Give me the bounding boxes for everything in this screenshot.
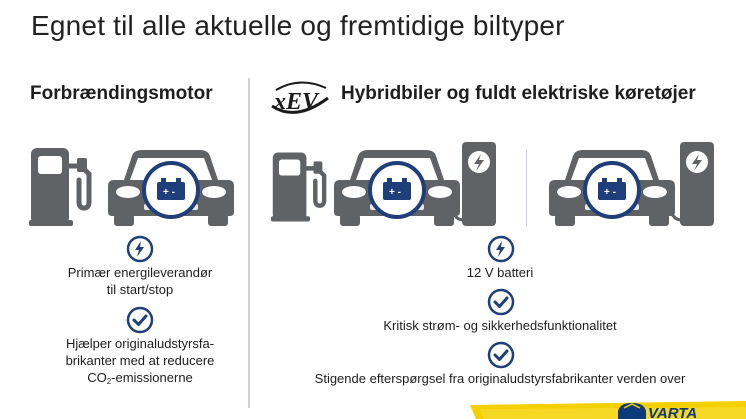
lightning-bolt-icon — [126, 235, 154, 263]
heading-combustion-engine: Forbrændingsmotor — [30, 83, 213, 104]
svg-text:xEV: xEV — [273, 89, 320, 115]
svg-text:+ -: + - — [389, 187, 401, 198]
checkmark-icon — [126, 306, 154, 334]
column-divider — [248, 78, 250, 408]
ev-charger-icon — [450, 142, 496, 226]
lightning-bolt-icon — [487, 235, 515, 263]
benefit-left-2: Hjælper originaludstyrsfa- brikanter med… — [40, 335, 240, 390]
checkmark-icon — [487, 341, 515, 369]
varta-logo: VARTA — [470, 401, 746, 419]
svg-text:VARTA: VARTA — [648, 405, 697, 419]
svg-text:+ -: + - — [163, 187, 175, 198]
sub-divider — [526, 150, 527, 226]
hybrid-car-icon: + - — [334, 150, 460, 226]
checkmark-icon — [487, 288, 515, 316]
benefit-right-2: Kritisk strøm- og sikkerhedsfunktionalit… — [383, 318, 617, 333]
benefit-left-2-line3: CO2-emissionerne — [87, 370, 193, 386]
page-title: Egnet til alle aktuelle og fremtidige bi… — [31, 10, 565, 41]
heading-hybrid-electric: Hybridbiler og fuldt elektriske køretøje… — [341, 83, 696, 104]
benefit-left-1-line2: til start/stop — [106, 282, 174, 297]
benefit-left-1-line1: Primær energileverandør — [67, 265, 213, 280]
fuel-pump-icon — [271, 152, 327, 222]
electric-car-icon: + - — [549, 150, 675, 226]
svg-text:+ -: + - — [604, 187, 616, 198]
benefit-right-1: 12 V batteri — [466, 265, 534, 280]
car-front-icon: + - — [108, 150, 234, 226]
ev-charger-icon — [668, 142, 714, 226]
benefit-left-2-line1: Hjælper originaludstyrsfa- — [65, 336, 215, 351]
xev-logo: xEV — [271, 81, 329, 115]
benefit-right-3: Stigende efterspørgsel fra originaludsty… — [314, 371, 686, 386]
cropped-top-text — [0, 0, 746, 4]
benefit-left-2-line2: brikanter med at reducere — [65, 353, 215, 368]
benefit-left-1: Primær energileverandør til start/stop — [40, 264, 240, 298]
fuel-pump-icon — [29, 148, 92, 226]
